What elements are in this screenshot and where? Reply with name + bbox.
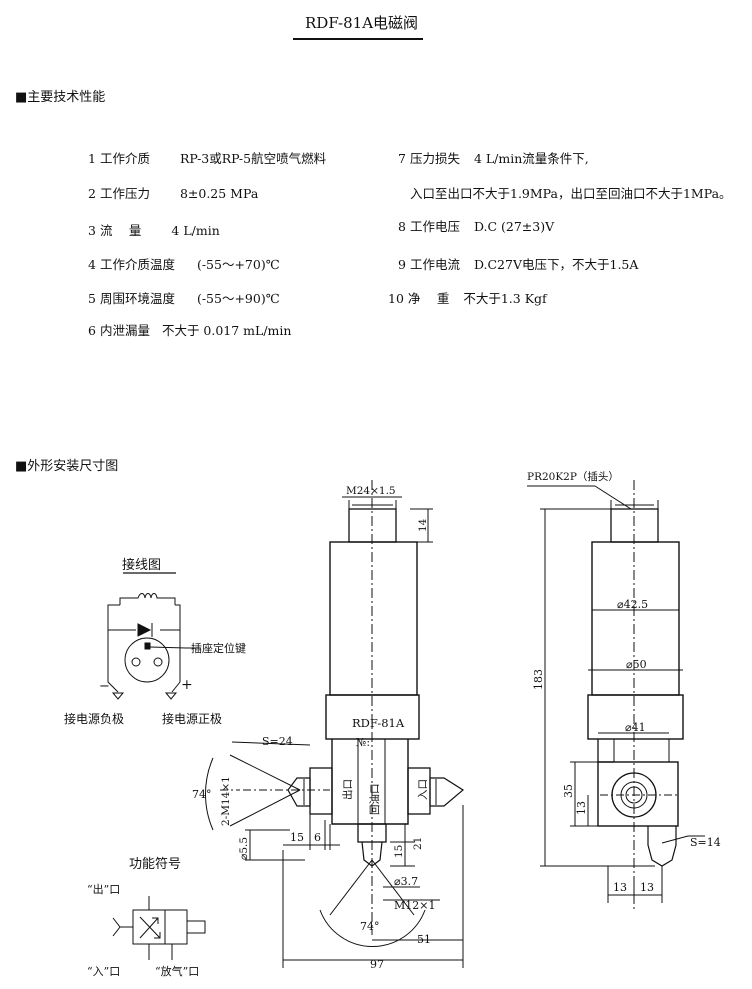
neg-label: 接电源负极	[64, 711, 124, 726]
spec-num: 5	[88, 291, 96, 306]
serial-label: №:	[356, 736, 370, 749]
spec-value: 4 L/min	[171, 223, 220, 238]
dim-13b: 13	[640, 881, 654, 894]
spec-label: 工作电压	[409, 219, 460, 234]
spec-value: RP-3或RP-5航空喷气燃料	[179, 151, 327, 166]
spec-num: 6	[88, 323, 96, 338]
side-view	[527, 480, 705, 910]
pos-label: 接电源正极	[162, 711, 222, 726]
dim-13v: 13	[575, 801, 588, 815]
function-symbol	[112, 896, 206, 960]
front-view	[204, 480, 465, 968]
plus-sign: +	[181, 677, 193, 693]
spec-item-9: 9 工作电流 D.C27V电压下，不大于1.5A	[398, 254, 638, 273]
spec-label: 周围环境温度	[99, 291, 175, 306]
angle-bottom: 74°	[360, 920, 380, 933]
thread-top: M24×1.5	[346, 485, 396, 497]
spec-item-6: 6 内泄漏量 不大于 0.017 mL/min	[88, 320, 291, 339]
minus-sign: −	[99, 679, 110, 694]
spec-num: 10	[388, 291, 404, 306]
spec-label: 净 重	[407, 291, 450, 306]
wiring-diagram	[107, 572, 200, 700]
dim-3-7: ⌀3.7	[394, 875, 418, 888]
in-port-label: “入”口	[87, 965, 120, 978]
spec-value: 4 L/min流量条件下,	[473, 151, 589, 166]
vent-port-label: “放气”口	[155, 964, 199, 978]
document-title: RDF-81A电磁阀	[305, 14, 419, 32]
section-heading-specs: ■主要技术性能	[15, 90, 106, 105]
dim-97: 97	[370, 958, 384, 971]
connector-icon	[124, 637, 170, 683]
spec-value: 8±0.25 MPa	[179, 186, 259, 201]
spec-num: 1	[88, 151, 96, 166]
spec-label: 工作压力	[99, 186, 150, 201]
spec-item-5: 5 周围环境温度 (-55～+90)℃	[88, 288, 280, 307]
spec-num: 2	[88, 186, 96, 201]
spec-item-10: 10 净 重 不大于1.3 Kgf	[388, 288, 547, 307]
spec-label: 内泄漏量	[99, 323, 150, 338]
dim-41: ⌀41	[625, 721, 646, 734]
spec-label: 工作电流	[409, 257, 460, 272]
solenoid-icon	[186, 920, 206, 934]
port-in: 入口	[417, 779, 429, 800]
key-label: 插座定位键	[191, 641, 246, 655]
wiring-title: 接线图	[122, 557, 161, 573]
dim-183: 183	[532, 669, 545, 690]
out-port-label: “出”口	[87, 882, 120, 896]
spec-item-8: 8 工作电压 D.C (27±3)V	[398, 216, 554, 235]
spec-value: (-55～+70)℃	[196, 257, 280, 272]
spec-label: 工作介质温度	[99, 257, 175, 272]
dim-50: ⌀50	[626, 658, 647, 671]
dim-6: 6	[314, 831, 321, 844]
spec-item-7-cont: 入口至出口不大于1.9MPa，出口至回油口不大于1MPa。	[410, 186, 732, 201]
diode-icon	[137, 623, 153, 637]
spec-value: 不大于1.3 Kgf	[463, 291, 547, 306]
function-title: 功能符号	[129, 856, 181, 872]
port-out: 出口	[341, 779, 354, 800]
spec-num: 7	[398, 151, 406, 166]
spec-num: 9	[398, 257, 406, 272]
spec-label: 流 量	[99, 223, 142, 238]
spec-num: 8	[398, 219, 406, 234]
angle-left: 74°	[192, 788, 212, 801]
nameplate: RDF-81A	[352, 716, 405, 730]
spec-value: D.C (27±3)V	[473, 219, 555, 234]
dim-5-5: ⌀5.5	[238, 837, 250, 860]
thread-bottom: M12×1	[394, 899, 435, 912]
dim-13a: 13	[613, 881, 627, 894]
dim-42-5: ⌀42.5	[617, 598, 648, 611]
dim-15b: 15	[393, 845, 405, 858]
wrench-size-left: S=24	[262, 735, 293, 748]
wrench-size-side: S=14	[690, 836, 721, 849]
spec-value: 不大于 0.017 mL/min	[161, 323, 292, 338]
coil-icon	[119, 593, 176, 605]
dim-35: 35	[562, 784, 575, 798]
spec-num: 3	[88, 223, 96, 238]
spec-item-1: 1 工作介质 RP-3或RP-5航空喷气燃料	[88, 148, 326, 167]
thread-side: 2-M14×1	[220, 776, 232, 826]
connector-label: PR20K2P（插头）	[527, 470, 619, 483]
spec-label: 工作介质	[99, 151, 150, 166]
spec-value: (-55～+90)℃	[196, 291, 280, 306]
title-underline	[293, 38, 423, 40]
dim-21: 21	[412, 837, 424, 850]
section-heading-drawing: ■外形安装尺寸图	[15, 459, 119, 474]
spec-value: D.C27V电压下，不大于1.5A	[473, 257, 639, 272]
spec-item-2: 2 工作压力 8±0.25 MPa	[88, 183, 258, 202]
spec-item-4: 4 工作介质温度 (-55～+70)℃	[88, 254, 280, 273]
dim-15a: 15	[290, 831, 304, 844]
spring-icon	[112, 917, 133, 937]
dim-14: 14	[417, 518, 429, 532]
spec-item-7: 7 压力损失 4 L/min流量条件下,	[398, 148, 589, 167]
dim-51: 51	[417, 933, 431, 946]
spec-item-3: 3 流 量 4 L/min	[88, 220, 220, 239]
spec-label: 压力损失	[409, 151, 460, 166]
spec-num: 4	[88, 257, 96, 272]
port-return: 回油口	[368, 784, 381, 816]
